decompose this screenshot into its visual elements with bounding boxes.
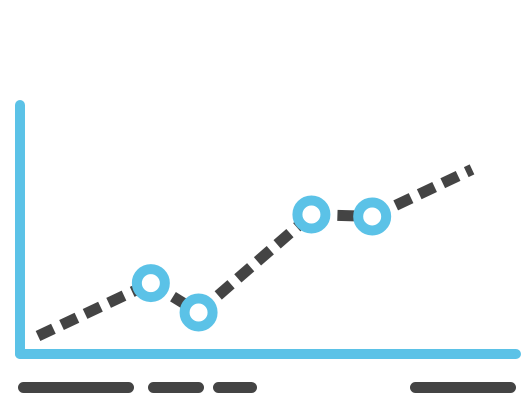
data-points-layer xyxy=(131,195,392,332)
label-bar xyxy=(213,382,257,393)
chart-axes xyxy=(15,100,521,359)
trend-segment xyxy=(369,164,475,222)
trend-line-layer xyxy=(35,164,475,341)
data-point-marker xyxy=(353,197,392,236)
trend-segment xyxy=(194,210,316,317)
label-bar xyxy=(18,382,134,393)
data-point-marker xyxy=(179,293,218,332)
axis-label-placeholders xyxy=(18,382,516,393)
data-point-marker xyxy=(131,264,170,303)
label-bar xyxy=(148,382,204,393)
trend-segment xyxy=(35,278,154,341)
label-bar xyxy=(410,382,516,393)
data-point-marker xyxy=(292,195,331,234)
